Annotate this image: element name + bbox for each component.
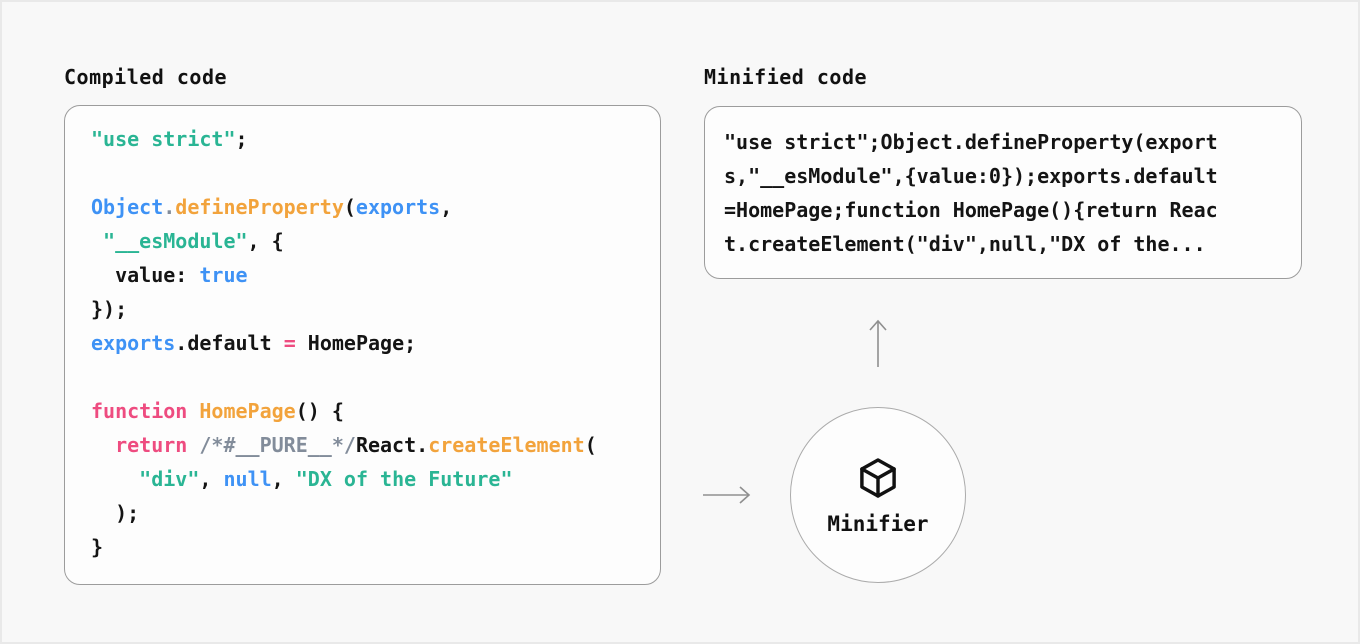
minified-code-panel: "use strict";Object.defineProperty(expor… <box>704 106 1302 279</box>
compiled-code-title: Compiled code <box>64 65 228 89</box>
code-line <box>91 156 636 190</box>
code-line: ); <box>91 501 140 525</box>
minified-code-title: Minified code <box>704 65 868 89</box>
minifier-node: Minifier <box>790 407 966 583</box>
code-line: Object.defineProperty(exports, <box>91 195 453 219</box>
code-line <box>91 360 636 394</box>
code-line: s,"__esModule",{value:0});exports.defaul… <box>724 164 1218 188</box>
compiled-code-panel: "use strict"; Object.defineProperty(expo… <box>64 105 661 585</box>
code-line: "use strict"; <box>91 127 248 151</box>
code-line: function HomePage() { <box>91 399 344 423</box>
code-line: "div", null, "DX of the Future" <box>139 467 513 491</box>
code-line: =HomePage;function HomePage(){return Rea… <box>724 198 1218 222</box>
code-line: exports.default = HomePage; <box>91 331 417 355</box>
code-line: t.createElement("div",null,"DX of the... <box>724 232 1206 256</box>
minifier-label: Minifier <box>827 511 929 536</box>
arrow-up-icon <box>867 319 889 369</box>
arrow-right-icon <box>701 484 753 506</box>
code-line: } <box>91 535 104 559</box>
cube-icon <box>855 455 901 505</box>
code-line: value: true <box>91 263 248 287</box>
code-line: "__esModule", { <box>103 229 284 253</box>
code-line: "use strict";Object.defineProperty(expor… <box>724 130 1218 154</box>
code-line: }); <box>91 297 128 321</box>
code-line: return /*#__PURE__*/React.createElement( <box>115 433 597 457</box>
